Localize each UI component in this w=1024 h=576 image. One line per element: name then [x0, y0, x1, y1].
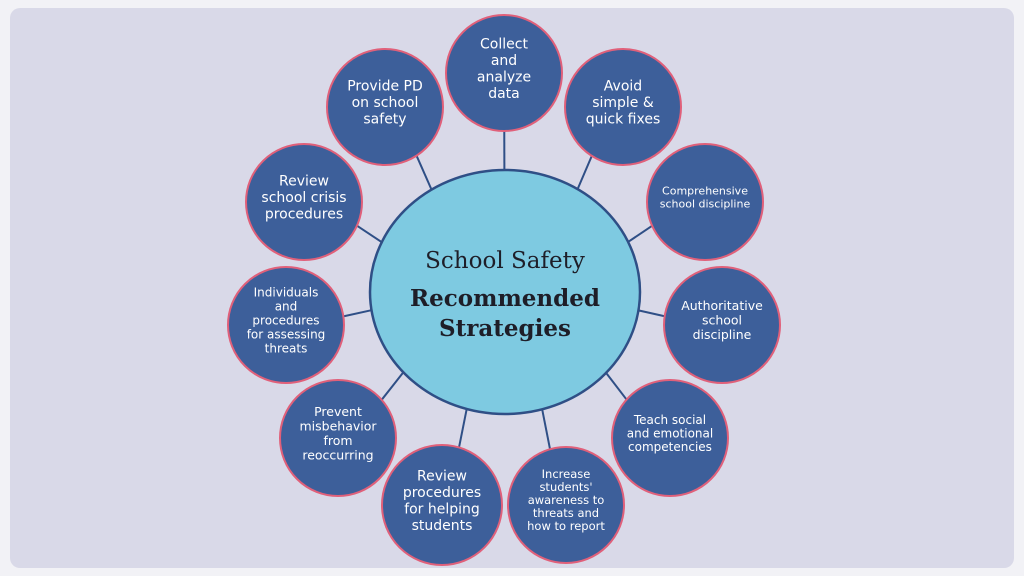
- strategy-node-label: safety: [363, 112, 406, 128]
- strategy-node-label: students: [412, 518, 473, 534]
- strategy-node-label: from: [323, 433, 352, 448]
- connector-assessing-threats: [343, 309, 372, 318]
- strategy-node-label: Provide PD: [347, 79, 423, 95]
- strategy-node-circle: [381, 444, 503, 566]
- strategy-node-label: Review: [279, 174, 329, 190]
- strategy-node-label: procedures: [265, 207, 343, 223]
- strategy-node-circle: [611, 379, 729, 497]
- strategy-node-label: reoccurring: [302, 447, 373, 462]
- strategy-node-circle: [445, 14, 563, 132]
- connector-avoid-quick-fixes: [576, 155, 593, 190]
- strategy-node-label: and emotional: [627, 426, 713, 440]
- strategy-node-label: threats and: [533, 506, 599, 520]
- connector-authoritative-discipline: [638, 309, 665, 318]
- center-hub: School Safety Recommended Strategies: [368, 168, 642, 416]
- strategy-node-label: misbehavior: [299, 418, 377, 433]
- strategy-node-label: discipline: [693, 327, 752, 342]
- strategy-node-circle: [227, 266, 345, 384]
- strategy-node-label: Avoid: [604, 79, 642, 95]
- strategy-node-label: data: [488, 86, 520, 102]
- connector-prevent-misbehavior: [380, 371, 405, 401]
- strategy-node-label: awareness to: [528, 493, 605, 507]
- strategy-node-label: for helping: [404, 501, 480, 517]
- strategy-node-label: and: [275, 299, 298, 313]
- connector-helping-students: [458, 408, 468, 448]
- strategy-node-label: Teach social: [633, 413, 706, 427]
- strategy-node-label: on school: [352, 95, 419, 111]
- strategy-node-label: procedures: [252, 313, 319, 327]
- connector-student-awareness: [541, 409, 552, 450]
- strategy-node-label: school: [702, 313, 742, 328]
- strategy-node-label: Comprehensive: [662, 184, 748, 197]
- strategy-node-circle: [279, 379, 397, 497]
- center-title-line-1: Recommended: [410, 285, 600, 312]
- strategy-node-label: competencies: [628, 440, 712, 454]
- strategy-node-circle: [507, 446, 625, 564]
- strategy-node-label: threats: [265, 341, 308, 355]
- strategy-node-label: Prevent: [314, 404, 362, 419]
- strategy-node-label: Increase: [542, 467, 591, 481]
- center-subtitle: School Safety: [425, 248, 585, 274]
- strategy-node-label: Individuals: [254, 285, 319, 299]
- connector-social-emotional: [605, 372, 628, 401]
- center-title-line-2: Strategies: [439, 315, 571, 342]
- strategy-node-label: students': [539, 480, 592, 494]
- center-circle: [368, 168, 642, 416]
- strategy-node-circle: [245, 143, 363, 261]
- strategy-node-label: procedures: [403, 485, 481, 501]
- strategy-node-label: analyze: [477, 69, 531, 85]
- strategy-node-circle: [646, 143, 764, 261]
- strategy-node-circle: [326, 48, 444, 166]
- strategy-node-label: and: [491, 53, 517, 69]
- strategy-node-label: school discipline: [660, 197, 751, 210]
- strategy-node-label: Authoritative: [681, 298, 763, 313]
- strategy-node-circle: [564, 48, 682, 166]
- connector-comprehensive-discipline: [627, 224, 653, 243]
- strategy-node-label: how to report: [527, 519, 605, 533]
- strategy-node-label: Review: [417, 468, 467, 484]
- strategy-node-label: simple &: [592, 95, 654, 111]
- strategy-node-label: for assessing: [247, 327, 326, 341]
- strategy-node-circle: [663, 266, 781, 384]
- strategy-node-label: Collect: [480, 36, 528, 52]
- connector-provide-pd: [415, 155, 433, 191]
- connectors: [343, 130, 665, 450]
- strategy-node-label: quick fixes: [586, 112, 660, 128]
- strategy-node-label: school crisis: [261, 190, 346, 206]
- connector-crisis-procedures: [356, 224, 383, 243]
